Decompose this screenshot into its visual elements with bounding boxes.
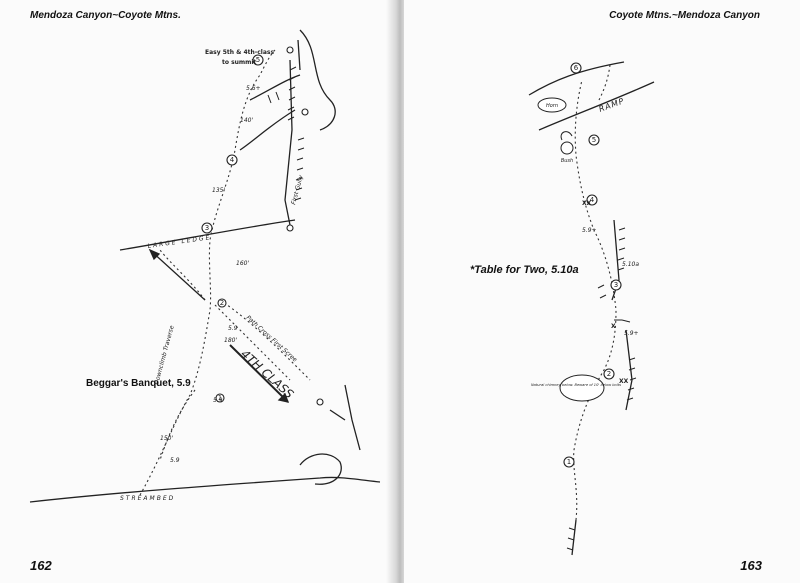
svg-text:X: X — [611, 323, 616, 330]
pitch-4-label: 4 — [230, 156, 235, 164]
right-belay-3-marker — [610, 279, 622, 291]
left-page-number: 162 — [30, 558, 52, 573]
bush-label: Bush — [561, 158, 573, 164]
length-label-5: 150' — [160, 435, 173, 442]
length-label-1: 140' — [240, 117, 253, 124]
right-page: Coyote Mtns.~Mendoza Canyon — [404, 0, 800, 583]
ramp-label: RAMP — [598, 96, 626, 114]
length-label-2: 135' — [212, 187, 225, 194]
right-grade-label-3: 5.9+ — [624, 330, 639, 337]
right-belay-6-marker — [570, 62, 582, 74]
grade-label-1: 5.6+ — [246, 85, 261, 92]
right-grade-label-1: 5.9+ — [582, 227, 597, 234]
pitch-5-label: 5 — [256, 56, 260, 64]
right-page-number: 163 — [740, 558, 762, 573]
bolt-note-bubble — [559, 374, 605, 402]
descent-line — [159, 249, 206, 301]
summit-note-2: to summit — [222, 59, 256, 66]
right-belay-4-marker — [586, 194, 598, 206]
streambed-label: STREAMBED — [120, 495, 175, 502]
right-pitch-2-label: 2 — [607, 370, 611, 378]
pitch-1-label: 1 — [218, 394, 222, 402]
large-ledge-line — [119, 219, 296, 251]
right-belay-1-marker — [563, 456, 575, 468]
left-page: Mendoza Canyon~Coyote Mtns. — [0, 0, 396, 583]
belay-1-marker — [215, 393, 225, 403]
right-belay-5-marker — [588, 134, 600, 146]
route-line — [139, 49, 276, 496]
beggars-banquet-topo: 5 4 3 2 1 140' 135' 160' 180' 150' 5.6+ … — [29, 29, 381, 503]
pitch-2-label: 2 — [220, 299, 224, 307]
svg-text:XX: XX — [582, 200, 592, 207]
right-pitch-6-label: 6 — [574, 64, 579, 72]
streambed-line — [29, 476, 381, 503]
bush-icon — [560, 141, 574, 155]
right-pitch-1-label: 1 — [567, 458, 571, 466]
right-pitch-4-label: 4 — [590, 196, 595, 204]
right-running-head: Coyote Mtns.~Mendoza Canyon — [609, 10, 760, 21]
table-for-two-topo: 6 5 4 3 2 1 Horn Bush Natural chimney be… — [528, 61, 655, 556]
right-belay-2-marker — [603, 368, 615, 380]
first-gully-label: First Gully — [290, 174, 305, 206]
bolt-note: Natural chimney below. Beware of 10' bel… — [531, 383, 621, 387]
grade-label-2: 5.9 — [228, 325, 238, 332]
right-grade-label-2: 5.10a — [622, 261, 639, 268]
length-label-4: 180' — [224, 337, 237, 344]
right-pitch-3-label: 3 — [614, 281, 618, 289]
horn-feature — [537, 97, 567, 113]
grade-label-4: 5.9 — [170, 457, 180, 464]
right-route-title: *Table for Two, 5.10a — [470, 264, 579, 276]
large-ledge-label: LARGE LEDGE — [147, 234, 212, 250]
belay-5-marker — [252, 54, 264, 66]
descent-label: Downclimb Traverse — [153, 324, 176, 385]
left-running-head: Mendoza Canyon~Coyote Mtns. — [30, 10, 181, 21]
svg-text:XX: XX — [619, 378, 629, 385]
ramp-line — [538, 81, 655, 131]
left-route-title: Beggar's Banquet, 5.9 — [86, 378, 191, 389]
summit-note: Easy 5th & 4th-class — [205, 49, 274, 56]
pitch-3-label: 3 — [205, 224, 209, 232]
right-pitch-5-label: 5 — [592, 136, 596, 144]
length-label-3: 160' — [236, 260, 249, 267]
grade-label-3: 5.9 — [213, 397, 223, 404]
belay-4-marker — [226, 154, 238, 166]
belay-2-marker — [217, 298, 227, 308]
right-route-line — [573, 79, 617, 521]
horn-label: Horn — [546, 103, 558, 109]
belay-3-marker — [201, 222, 213, 234]
